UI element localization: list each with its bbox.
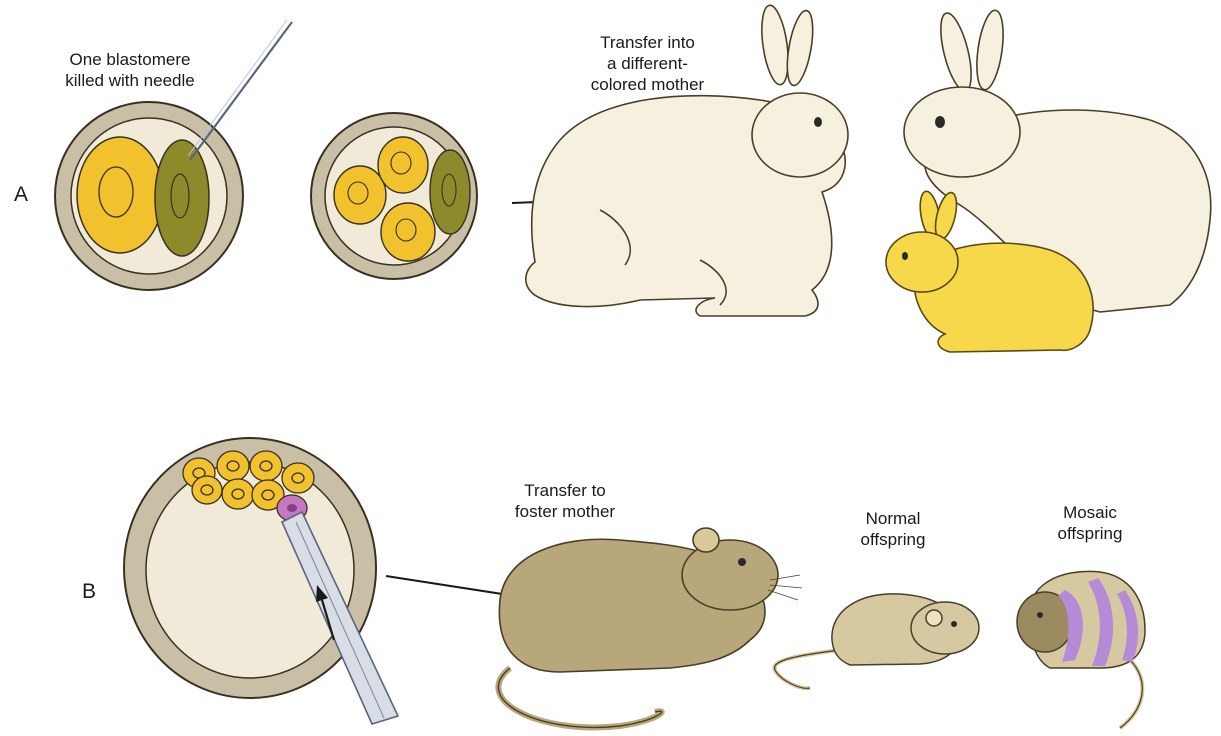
four-cell-embryo <box>311 113 477 279</box>
transfer-caption-a-line-1: Transfer into <box>565 32 730 53</box>
panel-b-label: B <box>82 580 96 604</box>
killed-blastomere <box>155 140 209 256</box>
normal-offspring <box>774 594 979 688</box>
blastocyst <box>124 438 376 698</box>
mosaic-offspring-caption-line-1: Mosaic <box>1035 502 1145 523</box>
blastomere-1 <box>334 166 386 224</box>
normal-offspring-caption-line-1: Normal <box>838 508 948 529</box>
transfer-caption-a-line-3: colored mother <box>565 74 730 95</box>
needle-caption-line-1: One blastomere <box>30 49 230 70</box>
transfer-caption-b-line-2: foster mother <box>490 501 640 522</box>
two-cell-embryo <box>55 102 243 290</box>
transfer-caption-b: Transfer to foster mother <box>490 480 640 522</box>
needle-caption-line-2: killed with needle <box>30 70 230 91</box>
needle-caption: One blastomere killed with needle <box>30 49 230 91</box>
killed-blastomere-remnant <box>430 150 470 234</box>
normal-offspring-caption: Normal offspring <box>838 508 948 550</box>
live-blastomere <box>77 137 163 253</box>
transfer-caption-a-line-2: a different- <box>565 53 730 74</box>
blastomere-2 <box>378 137 428 193</box>
transfer-caption-a: Transfer into a different- colored mothe… <box>565 32 730 95</box>
mosaic-offspring-caption: Mosaic offspring <box>1035 502 1145 544</box>
transfer-caption-b-line-1: Transfer to <box>490 480 640 501</box>
blastomere-3 <box>381 203 435 261</box>
panel-a-label: A <box>14 183 28 207</box>
foster-mother-rat <box>498 528 802 727</box>
normal-offspring-caption-line-2: offspring <box>838 529 948 550</box>
mosaic-offspring <box>1017 571 1145 728</box>
mosaic-offspring-caption-line-2: offspring <box>1035 523 1145 544</box>
